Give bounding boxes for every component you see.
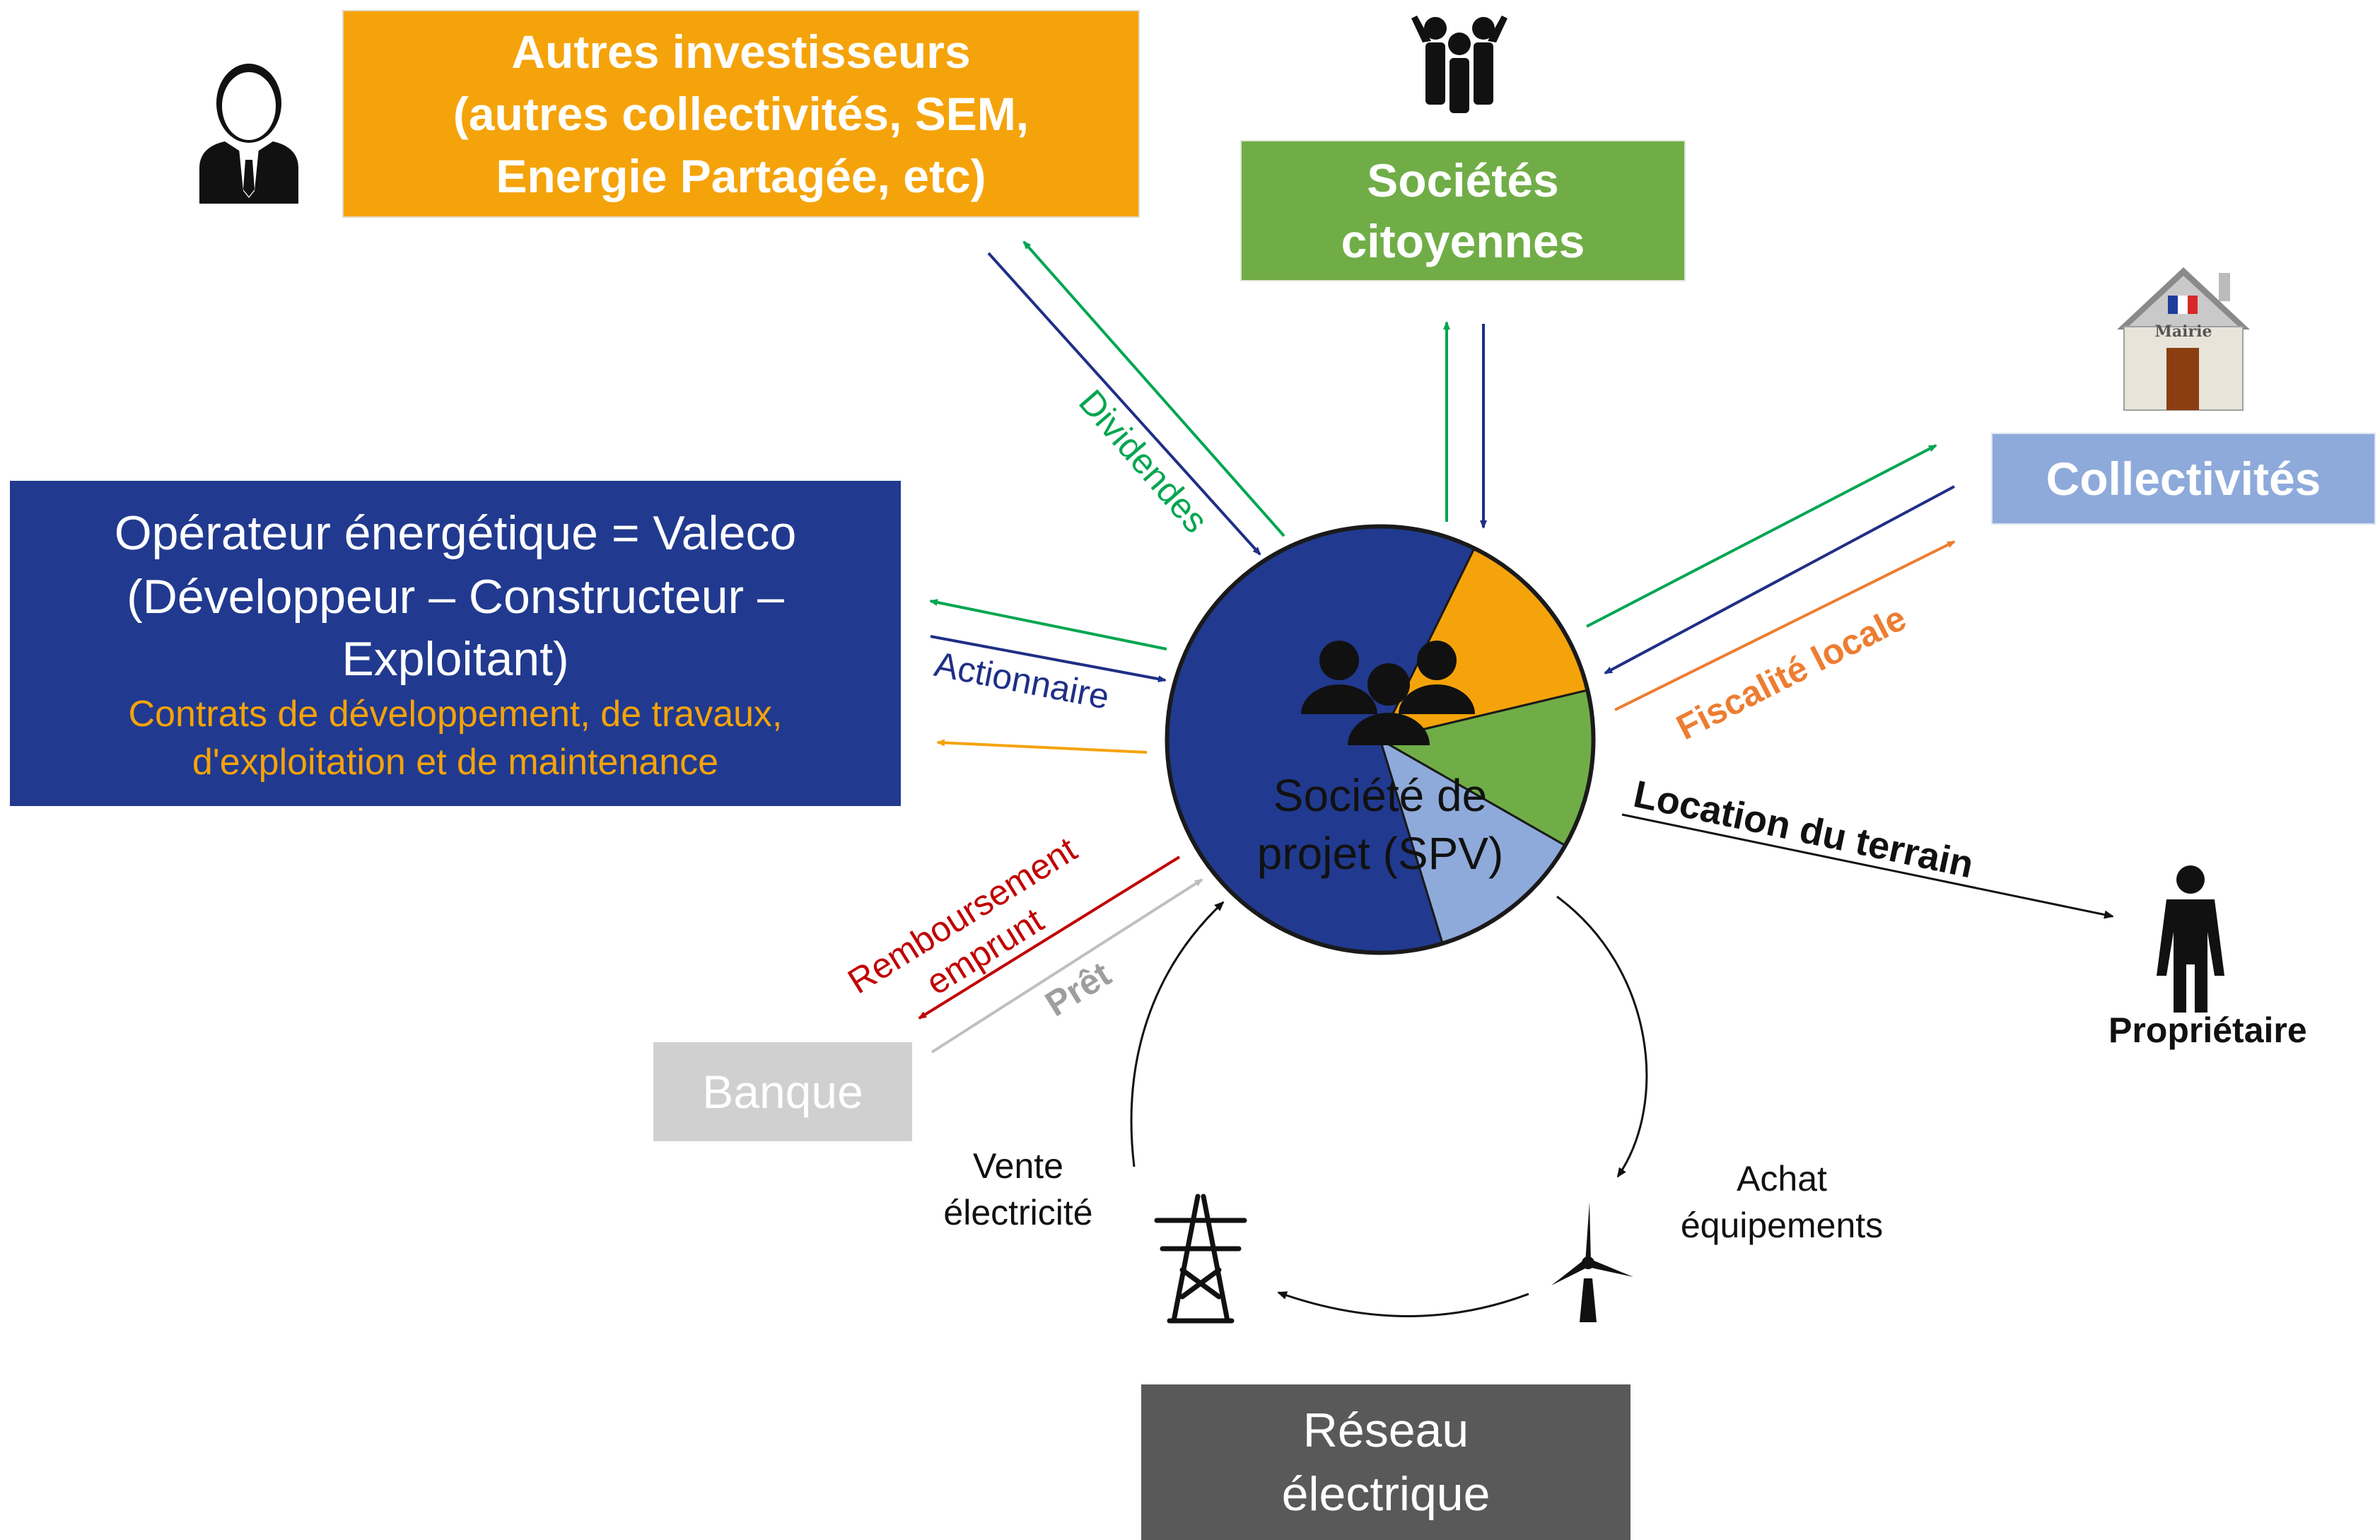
reseau-line-1: Réseau	[1302, 1404, 1469, 1457]
operateur-roles-2: Exploitant)	[342, 632, 569, 686]
arrow-dividendes-operateur	[929, 599, 1167, 651]
operateur-roles-1: (Développeur – Constructeur –	[127, 570, 784, 624]
citizens-group-icon	[1411, 16, 1507, 113]
businessman-icon	[199, 64, 298, 204]
person-icon	[2157, 865, 2224, 1013]
spv-pie	[1165, 524, 1596, 955]
operateur-title: Opérateur énergétique = Valeco	[114, 506, 797, 560]
arrow-remboursement	[918, 856, 1181, 1020]
spv-label: Société de projet (SPV)	[1239, 766, 1522, 882]
reseau-line-2: électrique	[1281, 1467, 1491, 1521]
label-mairie: Mairie	[2154, 322, 2212, 341]
town-hall-icon	[2117, 267, 2250, 411]
operateur-contrats-1: Contrats de développement, de travaux,	[128, 694, 783, 735]
arrow-fiscalite	[1614, 540, 1956, 711]
spv-label-line-2: projet (SPV)	[1256, 828, 1504, 879]
label-achat-2: équipements	[1680, 1206, 1884, 1245]
citoyennes-line-1: Sociétés	[1367, 154, 1559, 206]
arrow-investment-collectivites	[1604, 485, 1955, 675]
label-vente-1: Vente	[973, 1146, 1063, 1186]
arrow-pret	[931, 878, 1203, 1054]
investisseurs-line-1: Autres investisseurs	[511, 25, 971, 78]
operateur-contrats-2: d'exploitation et de maintenance	[192, 742, 719, 783]
wind-turbine-icon	[1551, 1202, 1633, 1322]
arrow-location	[1621, 813, 2114, 919]
citoyennes-line-2: citoyennes	[1341, 215, 1585, 267]
banque-box: Banque	[653, 1042, 912, 1141]
label-achat: Achat équipements	[1647, 1155, 1916, 1249]
arrow-contrats	[936, 739, 1148, 754]
arrow-achat-cycle	[1556, 895, 1648, 1178]
spv-label-line-1: Société de	[1273, 770, 1488, 821]
reseau-box: Réseau électrique	[1141, 1384, 1631, 1540]
collectivites-label: Collectivités	[2046, 453, 2321, 505]
banque-label: Banque	[702, 1066, 863, 1118]
operateur-box: Opérateur énergétique = Valeco (Développ…	[10, 481, 901, 806]
collectivites-box: Collectivités	[1991, 433, 2376, 525]
label-proprietaire: Propriétaire	[2108, 1010, 2307, 1050]
label-achat-1: Achat	[1737, 1159, 1827, 1198]
investisseurs-box: Autres investisseurs (autres collectivit…	[342, 10, 1140, 218]
arrow-actionnaire	[930, 635, 1167, 683]
label-vente-2: électricité	[943, 1193, 1093, 1232]
arrow-vente-cycle	[1130, 901, 1225, 1167]
arrow-production-cycle	[1277, 1291, 1529, 1317]
label-vente: Vente électricité	[919, 1143, 1117, 1236]
investisseurs-line-2: (autres collectivités, SEM,	[453, 88, 1029, 140]
people-group-icon	[1301, 641, 1475, 745]
arrow-investment-investisseurs	[987, 252, 1261, 556]
arrow-dividendes-investisseurs	[1022, 240, 1285, 537]
citoyennes-box: Sociétés citoyennes	[1240, 140, 1686, 281]
arrow-dividendes-collectivites	[1586, 444, 1937, 628]
investisseurs-line-3: Energie Partagée, etc)	[496, 150, 986, 202]
pylon-icon	[1154, 1194, 1247, 1324]
